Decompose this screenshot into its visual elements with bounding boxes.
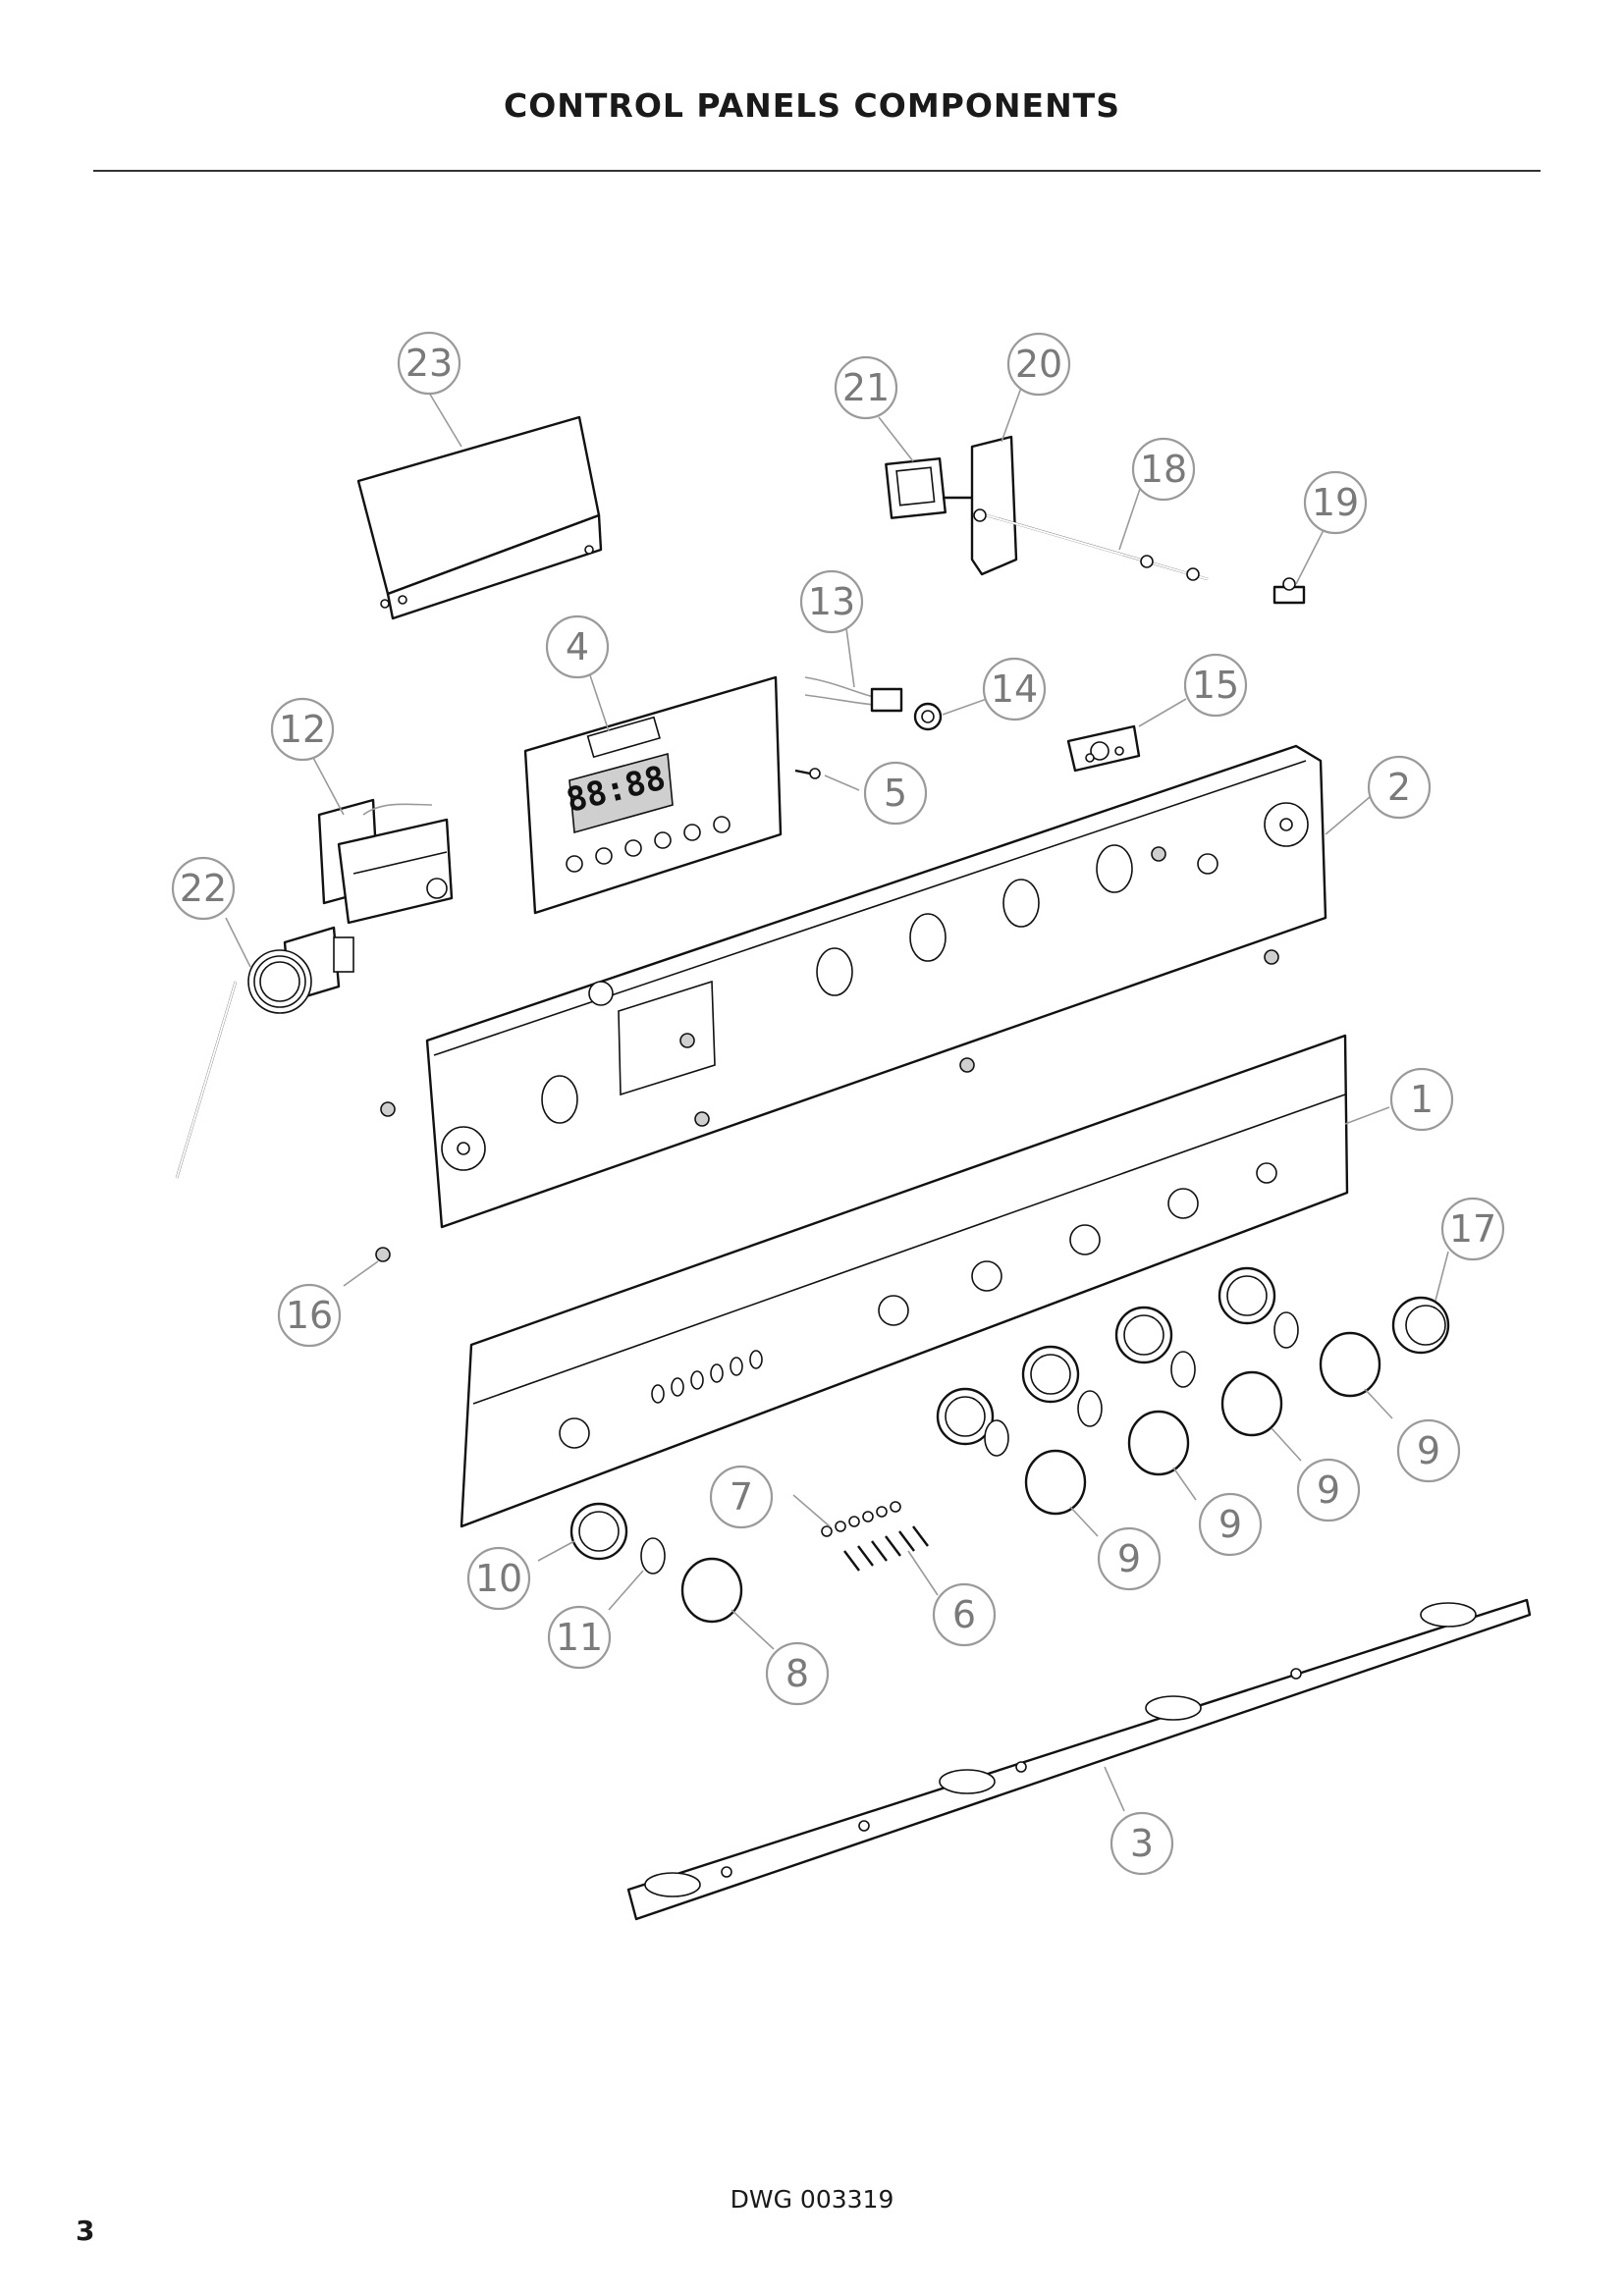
callout-18: 18	[1131, 437, 1196, 502]
part-3-trim-strip	[626, 1598, 1532, 1921]
svg-text:8: 8	[785, 1652, 809, 1695]
svg-text:4: 4	[566, 625, 589, 668]
callout-23: 23	[397, 331, 461, 396]
part-13-connector	[804, 676, 903, 713]
fascia-knob-cutouts	[559, 1162, 1277, 1449]
callout-9: 9	[1198, 1492, 1263, 1557]
callout-9: 9	[1296, 1458, 1361, 1522]
part-7-buttons	[821, 1501, 901, 1537]
callout-21: 21	[834, 355, 898, 420]
svg-text:5: 5	[884, 772, 907, 815]
callout-10: 10	[466, 1546, 531, 1611]
bezels-springs-knobs	[569, 1266, 1450, 1624]
part-21-switch	[885, 457, 972, 519]
part-12-selector-switch	[317, 798, 454, 925]
page-number: 3	[76, 2215, 95, 2247]
callout-9: 9	[1396, 1418, 1461, 1483]
callout-11: 11	[547, 1605, 612, 1670]
part-20-bracket	[970, 435, 1018, 576]
svg-text:16: 16	[286, 1294, 333, 1337]
svg-text:13: 13	[808, 580, 855, 623]
svg-text:10: 10	[475, 1557, 522, 1600]
drawing-number: DWG 003319	[730, 2185, 894, 2214]
svg-text:2: 2	[1387, 766, 1411, 809]
part-19-clip	[1272, 577, 1306, 605]
callout-9: 9	[1097, 1526, 1162, 1591]
callout-3: 3	[1110, 1811, 1174, 1876]
svg-text:14: 14	[991, 667, 1038, 711]
svg-text:9: 9	[1218, 1503, 1242, 1546]
callout-4: 4	[545, 614, 610, 679]
svg-text:15: 15	[1192, 664, 1239, 707]
part-23-cover-plate	[356, 415, 603, 620]
part-15-mounting-plate	[1066, 724, 1141, 773]
part-5-screw	[794, 768, 821, 779]
svg-text:9: 9	[1417, 1429, 1440, 1472]
svg-text:18: 18	[1140, 448, 1187, 491]
callout-16: 16	[277, 1283, 342, 1348]
svg-text:12: 12	[279, 708, 326, 751]
callout-19: 19	[1303, 470, 1368, 535]
callout-14: 14	[982, 657, 1047, 721]
svg-text:7: 7	[730, 1475, 753, 1519]
svg-text:19: 19	[1312, 481, 1359, 524]
part-1-front-fascia	[460, 1034, 1349, 1528]
svg-text:9: 9	[1117, 1537, 1141, 1580]
title-divider	[93, 170, 1541, 172]
svg-text:11: 11	[556, 1616, 603, 1659]
callout-20: 20	[1006, 332, 1071, 397]
svg-text:20: 20	[1015, 343, 1062, 386]
callout-17: 17	[1440, 1197, 1505, 1261]
callout-22: 22	[171, 856, 236, 921]
svg-text:21: 21	[842, 366, 890, 409]
callout-2: 2	[1367, 755, 1432, 820]
svg-text:9: 9	[1317, 1468, 1340, 1512]
leader-lines	[225, 387, 1449, 1812]
part-16-nuts	[375, 846, 1279, 1262]
part-4-timer-board: 88:88	[523, 675, 783, 915]
part-2-rear-panel	[425, 744, 1327, 1229]
callout-12: 12	[270, 697, 335, 762]
svg-text:17: 17	[1449, 1207, 1496, 1251]
part-6-pins	[843, 1525, 929, 1572]
callout-5: 5	[863, 761, 928, 826]
callout-15: 15	[1183, 653, 1248, 718]
callout-13: 13	[799, 569, 864, 634]
callout-1: 1	[1389, 1067, 1454, 1132]
svg-text:1: 1	[1410, 1078, 1434, 1121]
callout-8: 8	[765, 1641, 830, 1706]
svg-text:3: 3	[1130, 1822, 1154, 1865]
part-18-rod	[986, 513, 1209, 581]
svg-text:6: 6	[952, 1593, 976, 1636]
page-title: CONTROL PANELS COMPONENTS	[504, 86, 1120, 125]
part-22-thermostat	[175, 926, 354, 1179]
callout-7: 7	[709, 1465, 774, 1529]
fascia-button-holes	[651, 1350, 763, 1404]
part-14-lamp	[913, 702, 943, 731]
callout-6: 6	[932, 1582, 997, 1647]
svg-text:23: 23	[406, 342, 453, 385]
svg-text:22: 22	[180, 867, 227, 910]
